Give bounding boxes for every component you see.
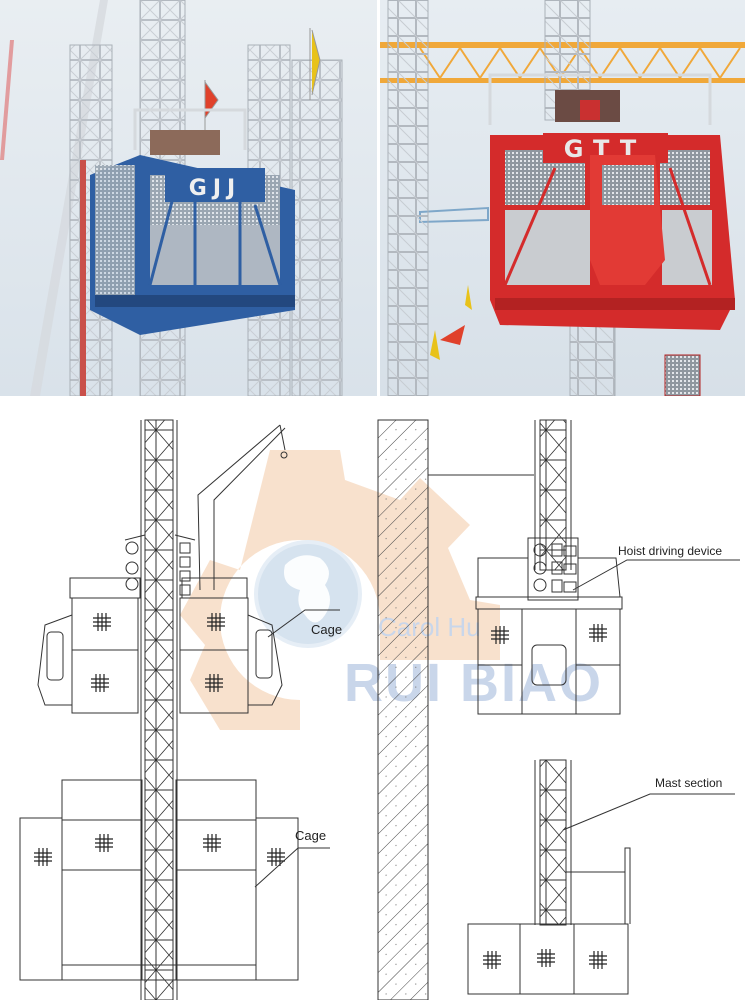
leader-mast-section [562, 793, 735, 831]
right-mast [534, 419, 572, 926]
right-upper-cage [475, 557, 623, 715]
label-mast-section: Mast section [655, 776, 723, 790]
leader-cage-upper [267, 609, 340, 638]
leader-cage-lower [254, 847, 330, 888]
leader-hoist-driving-device [572, 559, 740, 591]
lower-cage [19, 779, 299, 981]
label-cage-upper: Cage [311, 622, 343, 637]
globe-icon [254, 540, 362, 648]
photo-blue-hoist: GJJ [0, 0, 377, 396]
line-drawing [19, 419, 740, 1000]
label-cage-lower: Cage [295, 828, 327, 843]
left-drive-units [124, 534, 196, 596]
blue-cage: GJJ [90, 155, 295, 335]
hoist-technical-diagram: Carol Hu RUI BIAO [0, 400, 745, 1000]
upper-cage-left [37, 577, 141, 714]
red-cage: GTT [490, 133, 735, 330]
building-wall [377, 419, 429, 1000]
cage-logo-gjj: GJJ [189, 176, 241, 201]
jib-crane [197, 424, 288, 591]
red-hoist-illustration: GTT [380, 0, 745, 396]
blue-hoist-illustration: GJJ [0, 0, 377, 396]
photo-red-hoist: GTT [380, 0, 745, 396]
upper-cage-right [179, 577, 283, 714]
label-hoist-driving-device: Hoist driving device [618, 544, 723, 558]
right-lower-cage [467, 847, 631, 995]
hoist-driving-device [527, 537, 579, 601]
left-mast [140, 419, 178, 1000]
